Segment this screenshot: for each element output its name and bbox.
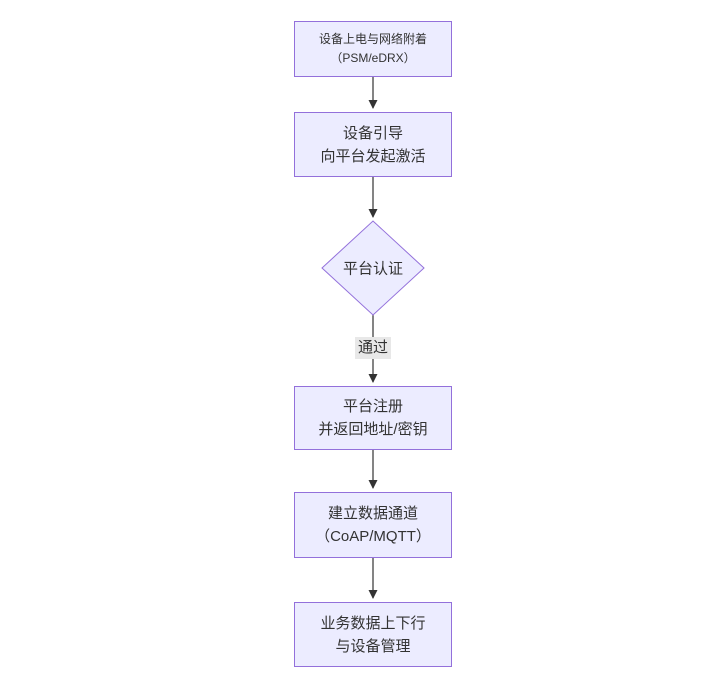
flow-node-power-network-attach: 设备上电与网络附着 （PSM/eDRX） xyxy=(294,21,452,77)
node-text-line: （PSM/eDRX） xyxy=(330,51,416,65)
decision-diamond-shape xyxy=(321,220,425,316)
flow-node-data-channel: 建立数据通道 （CoAP/MQTT） xyxy=(294,492,452,558)
flow-node-business-data: 业务数据上下行 与设备管理 xyxy=(294,602,452,667)
node-text-line: 向平台发起激活 xyxy=(320,147,426,165)
node-text-line: 业务数据上下行 xyxy=(320,614,426,632)
node-text-line: 设备引导 xyxy=(342,124,403,142)
node-text-line: （CoAP/MQTT） xyxy=(315,528,431,545)
node-text-line: 平台注册 xyxy=(342,398,403,415)
node-text-line: 建立数据通道 xyxy=(327,505,418,522)
node-text-line: 并返回地址/密钥 xyxy=(318,421,428,438)
flow-node-platform-register: 平台注册 并返回地址/密钥 xyxy=(294,386,452,450)
node-text-line: 与设备管理 xyxy=(335,637,411,655)
node-text-line: 设备上电与网络附着 xyxy=(318,32,427,46)
decision-platform-auth-label: 平台认证 xyxy=(342,260,404,278)
flow-node-device-bootstrap: 设备引导 向平台发起激活 xyxy=(294,112,452,177)
edge-label-pass: 通过 xyxy=(354,337,392,359)
